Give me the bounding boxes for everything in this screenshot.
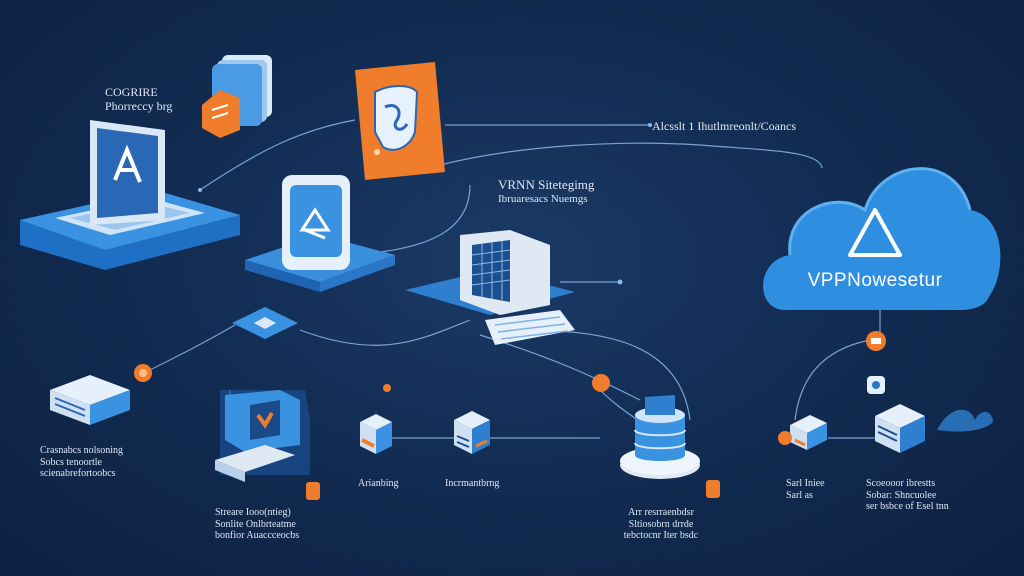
right-device-node[interactable] <box>775 405 830 460</box>
right-far-line2: Sobar: Shncuolee <box>866 489 937 501</box>
box-b-label: Incrmantbrng <box>445 478 500 489</box>
top-left-line1: COGRIRE <box>105 85 158 99</box>
right-small-line1: Sarl Iniee <box>786 478 825 489</box>
hub-caption: Arr resrraenbdsr Sltiosobrn drrde tebcto… <box>606 507 716 542</box>
info-badge-icon <box>866 375 886 395</box>
server-left-line3: bonfior Auaccceocbs <box>215 530 300 541</box>
laptop-node[interactable] <box>15 110 245 280</box>
hub-line1: Arr resrraenbdsr <box>628 507 694 518</box>
database-icon <box>620 395 700 479</box>
server-left-node[interactable] <box>210 380 320 490</box>
server-left-caption: Streare Iooo(ntieg) Sonlite Onlbrteatme … <box>215 507 299 542</box>
server-left-line2: Sonlite Onlbrteatme <box>215 518 296 530</box>
server-left-line1: Streare Iooo(ntieg) <box>215 507 291 518</box>
cube-icon <box>454 411 490 454</box>
router-icon <box>778 415 827 450</box>
leaf-icon <box>935 400 995 436</box>
hub-line2: Sltiosobrn drrde <box>628 518 694 530</box>
orange-dot-icon <box>132 362 154 384</box>
right-small-line2: Sarl as <box>786 489 813 501</box>
tablet-node[interactable] <box>240 170 400 300</box>
top-right-caption: Alcsslt 1 Ihutlmreonlt/Coancs <box>652 119 796 133</box>
center-title: VRNN Sitetegimg Ibruaresacs Nuemgs <box>498 177 595 206</box>
laptop-icon <box>20 120 240 270</box>
orange-dot-icon <box>382 380 392 392</box>
cube-icon <box>360 414 392 454</box>
server-icon <box>215 390 310 482</box>
storage-box-icon <box>875 404 925 453</box>
cloud-node[interactable] <box>755 140 1005 315</box>
cloud-title: VPPNowesetur <box>807 270 943 291</box>
top-left-line2: Phorreccy brg <box>105 98 173 113</box>
server-cube-icon <box>405 230 575 345</box>
right-small-caption: Sarl Iniee Sarl as <box>786 478 825 501</box>
storage-stack-icon <box>50 375 130 425</box>
orange-tag-icon <box>706 480 720 498</box>
storage-stack-node[interactable] <box>45 360 135 430</box>
files-node[interactable] <box>200 50 280 140</box>
bottom-left-caption: Crasnabcs nolsoning Sobcs tenoortle scie… <box>40 445 123 480</box>
box-a-node[interactable] <box>358 410 394 460</box>
orange-dot-icon <box>865 330 887 352</box>
tablet-icon <box>245 175 395 292</box>
bottom-left-line1: Crasnabcs nolsoning <box>40 445 124 456</box>
right-far-line1: Scoeooor ibrestts <box>866 478 936 489</box>
bottom-left-line3: scienabrefortoobcs <box>40 468 116 479</box>
orange-dot-icon <box>590 372 612 394</box>
orange-tag-icon <box>306 482 320 500</box>
box-a-label: Arianbing <box>358 478 399 489</box>
hub-line3: tebctocnr Iter bsdc <box>623 530 699 541</box>
blue-tile-icon <box>232 305 298 341</box>
center-title-line2: Ibruaresacs Nuemgs <box>498 192 588 205</box>
database-hub-node[interactable] <box>615 385 705 485</box>
right-far-device-node[interactable] <box>870 398 930 460</box>
right-far-line3: ser bsbce of Esel tnn <box>866 501 949 512</box>
server-cube-node[interactable] <box>400 230 580 360</box>
shield-node[interactable] <box>355 62 445 182</box>
bottom-left-line2: Sobcs tenoortle <box>40 456 102 468</box>
box-b-node[interactable] <box>452 406 492 460</box>
cloud-icon <box>763 167 1001 310</box>
shield-icon <box>355 62 445 180</box>
document-stack-icon <box>202 55 272 138</box>
right-far-caption: Scoeooor ibrestts Sobar: Shncuolee ser b… <box>866 478 949 513</box>
center-title-line1: VRNN Sitetegimg <box>498 177 595 192</box>
top-left-label: COGRIRE Phorreccy brg <box>105 85 173 114</box>
